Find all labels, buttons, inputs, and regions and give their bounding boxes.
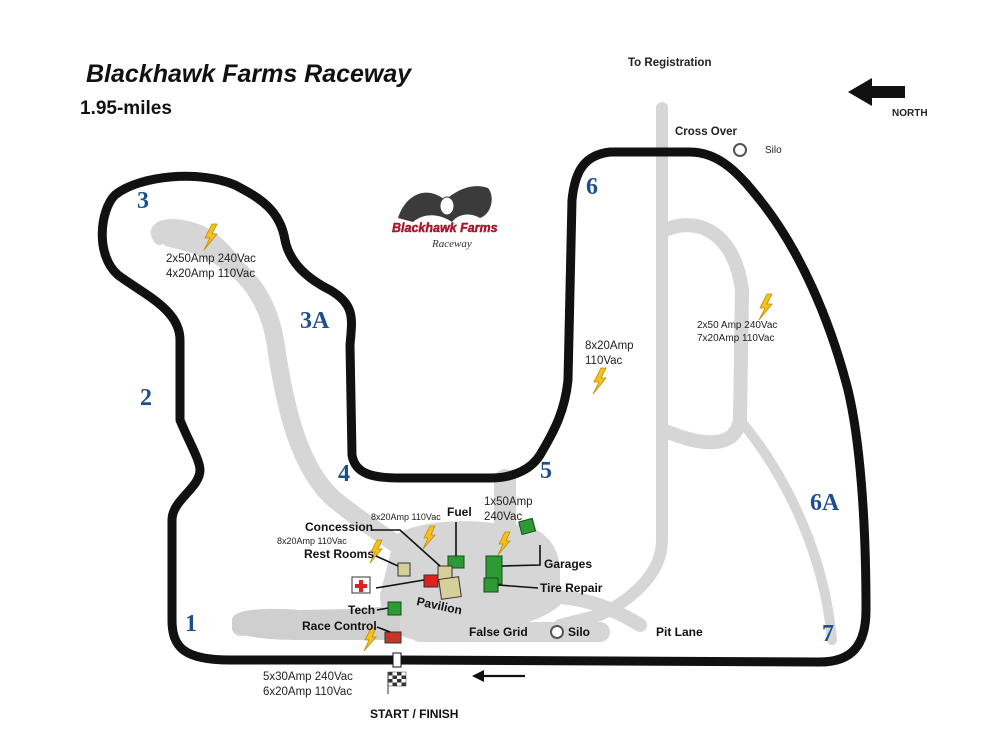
power-garage-line1: 1x50Amp: [484, 496, 533, 508]
north-arrow-icon: [848, 78, 905, 106]
turn-6a-label: 6A: [810, 490, 840, 516]
power-garage-line2: 240Vac: [484, 511, 522, 523]
to-registration-label: To Registration: [628, 57, 711, 69]
road-turn3-loop: [150, 219, 269, 307]
turn-3a-label: 3A: [300, 308, 330, 334]
power-bolt-icon: [758, 293, 773, 321]
garage-building: [518, 517, 537, 536]
paddock-buildings: [351, 517, 537, 644]
fuel-label: Fuel: [447, 505, 472, 519]
map-title: Blackhawk Farms Raceway: [86, 60, 412, 88]
silo-bottom-icon: [550, 625, 564, 639]
power-bolt-icon: [497, 531, 511, 556]
power-turn6a-line1: 2x50 Amp 240Vac: [697, 320, 777, 331]
race-control-building: [384, 631, 402, 644]
power-bolt-icon: [592, 367, 607, 395]
turn-4-label: 4: [338, 461, 350, 487]
garages-label: Garages: [544, 557, 592, 571]
power-fuel: 8x20Amp 110Vac: [371, 512, 441, 522]
tech-building: [387, 601, 402, 616]
concession-label: Concession: [305, 520, 373, 534]
silo-bottom-label: Silo: [568, 625, 590, 639]
tech-label: Tech: [348, 603, 375, 617]
blackhawk-logo: Blackhawk Farms Raceway: [392, 186, 498, 250]
service-roads: [150, 102, 837, 645]
cross-over-label: Cross Over: [675, 126, 738, 138]
pit-lane-label: Pit Lane: [656, 625, 703, 639]
power-start-line1: 5x30Amp 240Vac: [263, 671, 353, 683]
power-turn3-line2: 4x20Amp 110Vac: [166, 268, 255, 280]
silo-top-label: Silo: [765, 145, 782, 156]
north-label: NORTH: [892, 108, 928, 119]
power-bolt-icon: [363, 627, 377, 652]
pavilion-building: [438, 576, 462, 600]
power-turn3-line1: 2x50Amp 240Vac: [166, 253, 256, 265]
power-concession: 8x20Amp 110Vac: [277, 536, 347, 546]
paddock-area: [380, 521, 560, 640]
race-control-label: Race Control: [302, 619, 377, 633]
race-direction-arrow-icon: [472, 670, 525, 682]
turn-7-label: 7: [822, 621, 834, 647]
power-bolt-icon: [422, 525, 436, 550]
turn-2-label: 2: [140, 385, 152, 411]
pavilion-apron: [232, 608, 400, 640]
rest-rooms-label: Rest Rooms: [304, 547, 374, 561]
silo-top-icon: [733, 143, 747, 157]
track-length: 1.95-miles: [80, 98, 172, 119]
power-bolt-icon: [203, 223, 218, 251]
turn-numbers: 1 2 3 3A 4 5 6 6A 7: [137, 174, 840, 647]
tire-repair-label: Tire Repair: [540, 581, 603, 595]
pavilion-red-building: [423, 574, 439, 588]
turn-3-label: 3: [137, 188, 149, 214]
leader-lines: [372, 522, 541, 633]
turn-6-label: 6: [586, 174, 598, 200]
first-aid-cross: [355, 580, 367, 592]
logo-subtext: Raceway: [431, 238, 472, 250]
logo-text: Blackhawk Farms: [392, 221, 498, 235]
start-finish-label: START / FINISH: [370, 707, 458, 721]
start-finish-line: [392, 652, 402, 668]
power-turn6-line1: 8x20Amp: [585, 340, 634, 352]
turn-1-label: 1: [185, 611, 197, 637]
power-start-line2: 6x20Amp 110Vac: [263, 686, 352, 698]
road-turn6a-loop: [658, 218, 749, 450]
false-grid-label: False Grid: [469, 625, 528, 639]
rest-rooms-building: [397, 562, 411, 577]
power-turn6-line2: 110Vac: [585, 355, 623, 367]
tire-repair-building: [483, 577, 499, 593]
power-outlets: [203, 223, 773, 652]
checkered-flag-icon: [387, 671, 407, 694]
power-turn6a-line2: 7x20Amp 110Vac: [697, 333, 774, 344]
road-turn7: [735, 415, 837, 645]
turn-5-label: 5: [540, 458, 552, 484]
race-track: [97, 147, 871, 667]
